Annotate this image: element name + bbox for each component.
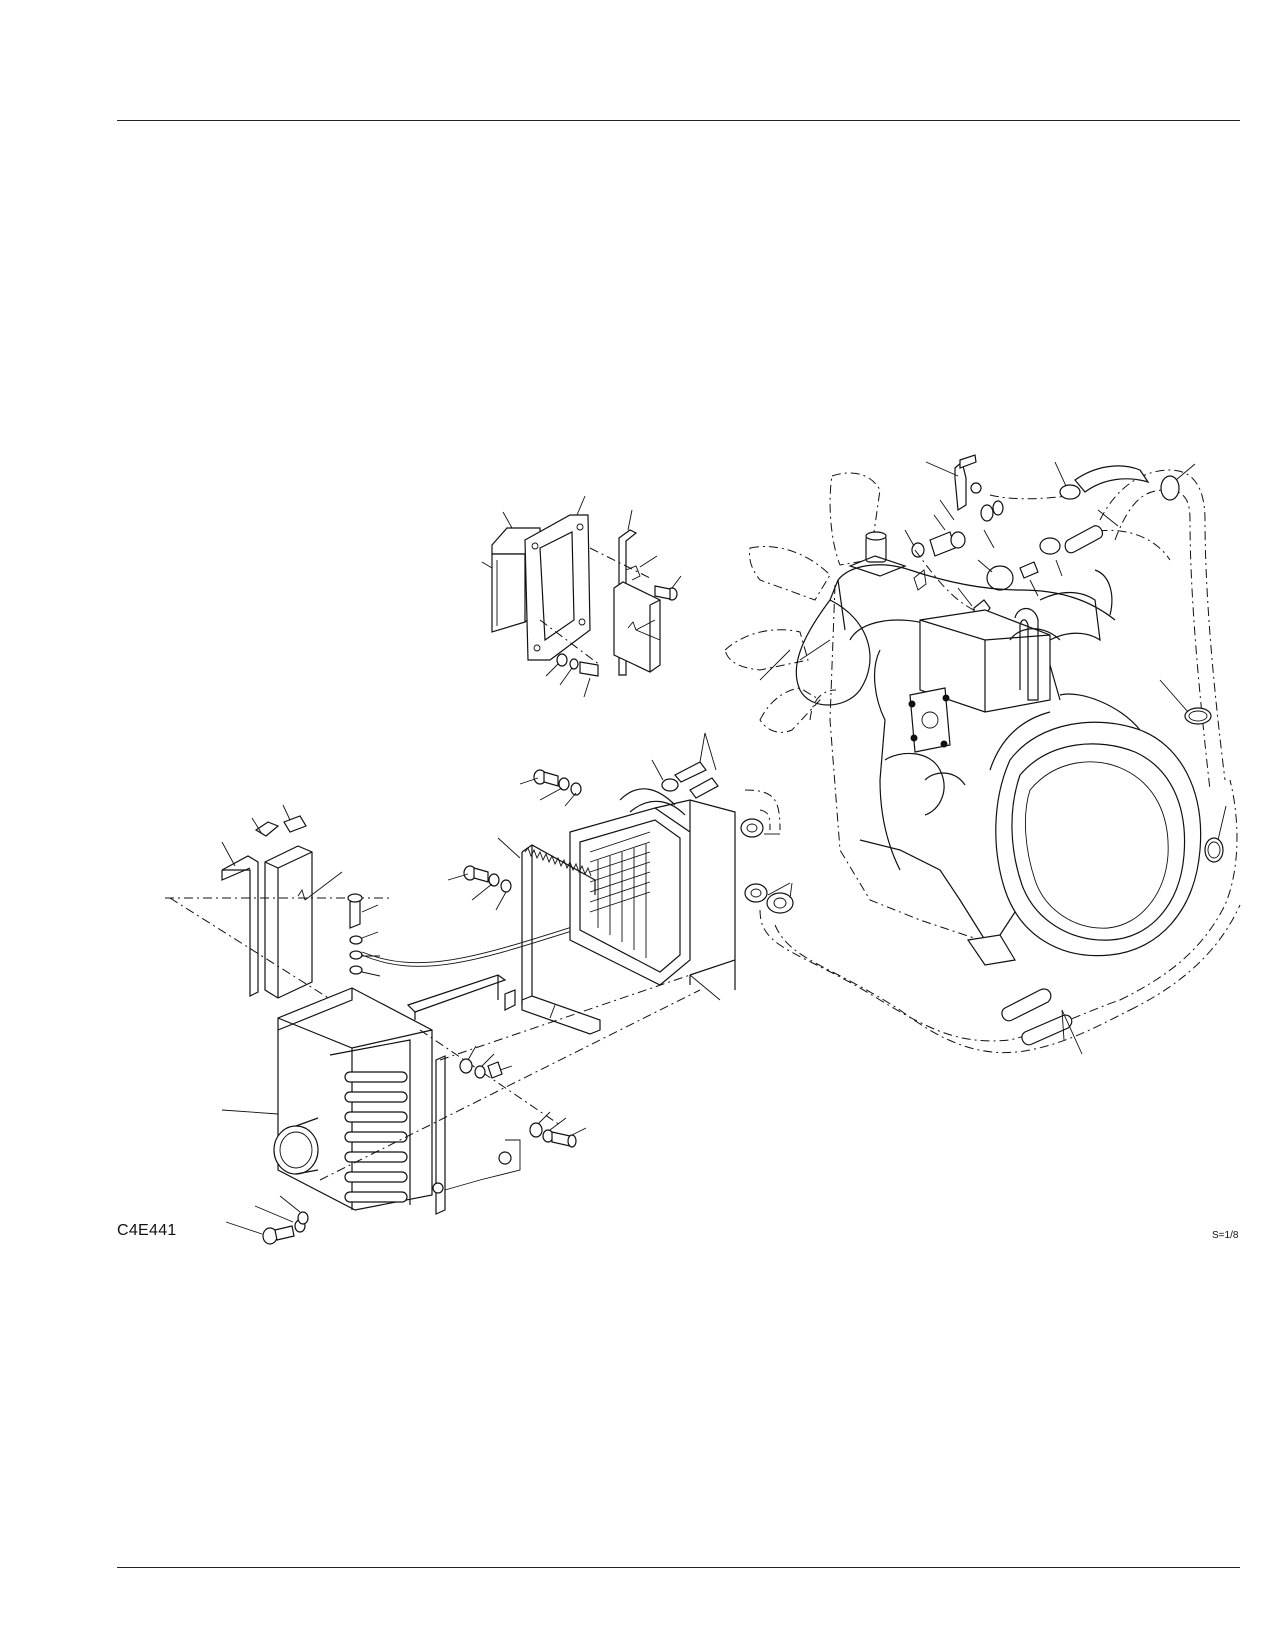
fin-seal	[497, 837, 601, 1035]
case-hardware	[459, 1045, 587, 1165]
bottom-rule	[117, 1567, 1240, 1568]
grommets	[740, 818, 794, 914]
filter-screws	[539, 547, 682, 698]
side-bracket	[221, 804, 307, 997]
louver-grille	[344, 1071, 408, 1203]
core-fins	[589, 831, 651, 958]
gasket-plate	[524, 495, 591, 661]
hose-sleeves	[1001, 988, 1083, 1055]
case-bolt	[225, 1195, 309, 1245]
flywheel-housing	[966, 693, 1202, 966]
engine	[724, 472, 1202, 966]
screw-stack	[347, 893, 576, 977]
heater-filter-assembly	[481, 511, 541, 633]
heater-case	[221, 987, 521, 1215]
core-pipes	[619, 732, 719, 816]
water-valve	[904, 454, 1039, 623]
core-bolts	[447, 769, 582, 911]
mounting-bracket	[319, 974, 701, 1181]
side-cover-plate	[264, 845, 343, 999]
figure-code: C4E441	[117, 1222, 177, 1239]
hose-clamps	[1039, 461, 1227, 863]
scale-label: S=1/8	[1212, 1230, 1239, 1241]
cooling-fan	[724, 472, 881, 733]
cover-plate	[613, 581, 661, 673]
duct-outlet	[273, 1117, 319, 1175]
heater-core-unit	[569, 732, 736, 1001]
top-rule	[117, 120, 1240, 121]
